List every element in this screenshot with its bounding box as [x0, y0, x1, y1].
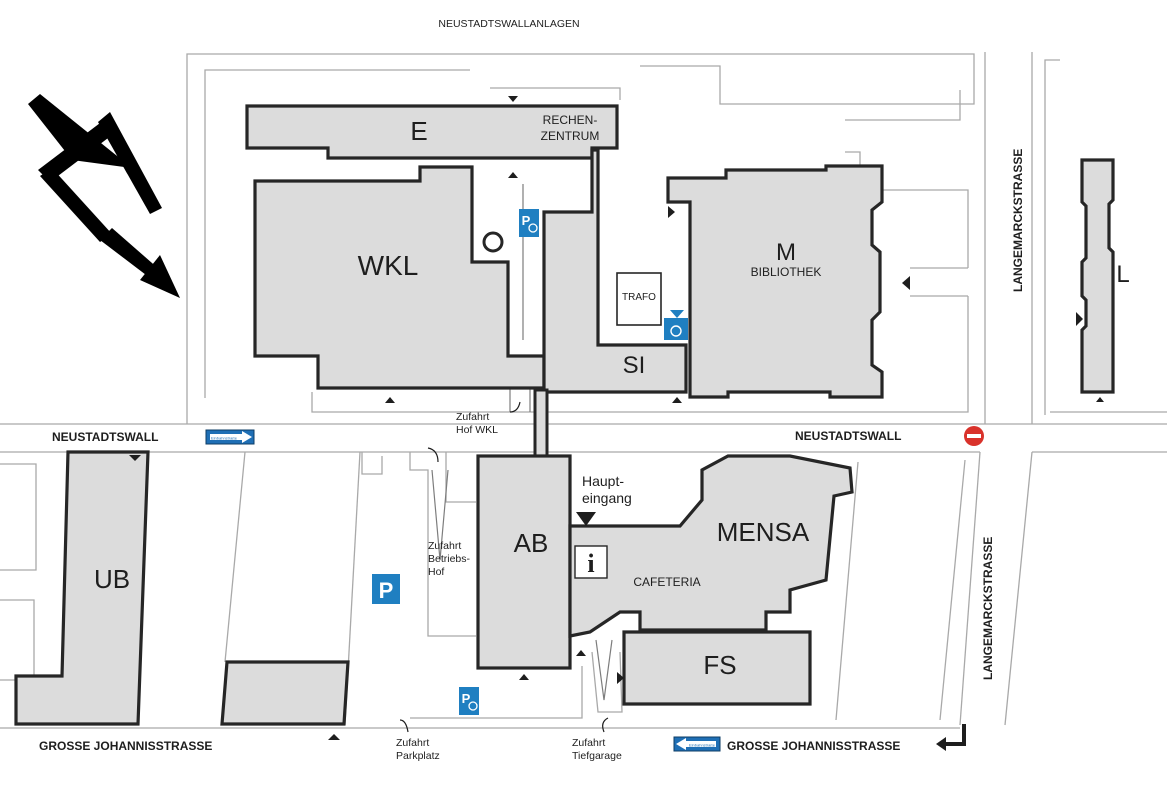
building-SI[interactable]: SI — [542, 148, 688, 394]
svg-text:WKL: WKL — [358, 250, 419, 281]
street-johannis-right: GROSSE JOHANNISSTRASSE — [727, 739, 900, 753]
svg-text:BIBLIOTHEK: BIBLIOTHEK — [751, 265, 822, 279]
north-arrow-icon — [28, 94, 180, 298]
svg-text:Parkplatz: Parkplatz — [396, 750, 440, 762]
one-way-sign-icon: Einbahnstraße — [205, 429, 255, 445]
svg-text:P: P — [379, 578, 394, 603]
street-johannis-left: GROSSE JOHANNISSTRASSE — [39, 739, 212, 753]
access-tiefgarage: Zufahrt Tiefgarage — [572, 737, 622, 762]
svg-text:FS: FS — [703, 650, 736, 680]
entrance-triangle-icon — [576, 512, 596, 526]
building-FS[interactable]: FS — [622, 630, 812, 706]
svg-text:eingang: eingang — [582, 490, 632, 506]
svg-text:M: M — [776, 239, 796, 266]
access-betriebshof: Zufahrt Betriebs- Hof — [428, 540, 471, 578]
connecting-bridge — [533, 388, 549, 458]
svg-text:Einbahnstraße: Einbahnstraße — [211, 436, 238, 441]
svg-text:Betriebs-: Betriebs- — [428, 553, 471, 565]
entrance-markers — [129, 96, 1104, 740]
street-neustadtswallanlagen: NEUSTADTSWALLANLAGEN — [438, 18, 579, 30]
disabled-parking-icon[interactable]: P — [519, 209, 539, 237]
street-neustadtswall-right: NEUSTADTSWALL — [795, 429, 901, 443]
street-langemarck-upper: LANGEMARCKSTRASSE — [1011, 149, 1025, 292]
svg-text:Zufahrt: Zufahrt — [572, 737, 605, 749]
svg-text:AB: AB — [514, 528, 549, 558]
building-WKL[interactable]: WKL — [253, 165, 546, 390]
svg-text:Tiefgarage: Tiefgarage — [572, 750, 622, 762]
svg-text:Zufahrt: Zufahrt — [456, 411, 489, 423]
building-TRAFO[interactable]: TRAFO — [616, 272, 662, 326]
svg-text:ZENTRUM: ZENTRUM — [541, 129, 600, 143]
svg-text:TRAFO: TRAFO — [622, 292, 656, 303]
svg-text:Hof WKL: Hof WKL — [456, 424, 498, 436]
access-hof-wkl: Zufahrt Hof WKL — [456, 411, 498, 436]
wheelchair-icon[interactable] — [664, 310, 688, 340]
street-langemarck-lower: LANGEMARCKSTRASSE — [981, 537, 995, 680]
svg-text:P: P — [462, 691, 471, 706]
svg-text:P: P — [522, 213, 531, 228]
building-L[interactable]: L — [1080, 158, 1130, 394]
svg-text:Hof: Hof — [428, 566, 444, 578]
svg-text:MENSA: MENSA — [717, 517, 810, 547]
no-entry-icon — [964, 426, 984, 446]
svg-text:Einbahnstraße: Einbahnstraße — [689, 743, 716, 748]
one-way-sign-icon: Einbahnstraße — [673, 736, 721, 752]
access-parkplatz: Zufahrt Parkplatz — [396, 737, 440, 762]
parking-icon[interactable]: P — [372, 574, 400, 604]
svg-text:UB: UB — [94, 564, 130, 594]
building-UB[interactable]: UB — [14, 450, 150, 726]
building-M[interactable]: M BIBLIOTHEK — [666, 164, 884, 399]
access-arrows — [399, 401, 609, 733]
svg-text:L: L — [1116, 261, 1129, 288]
svg-text:Zufahrt: Zufahrt — [396, 737, 429, 749]
building-AB[interactable]: AB — [476, 454, 572, 670]
svg-text:i: i — [587, 549, 594, 578]
building-annex[interactable] — [220, 660, 350, 726]
svg-text:E: E — [410, 116, 427, 146]
main-entrance[interactable]: Haupt- eingang — [576, 473, 632, 526]
svg-text:SI: SI — [623, 352, 646, 379]
turn-arrow-icon — [936, 724, 966, 751]
svg-text:RECHEN-: RECHEN- — [543, 113, 598, 127]
disabled-parking-icon[interactable]: P — [459, 687, 479, 715]
building-E[interactable]: E RECHEN- ZENTRUM — [245, 104, 619, 160]
round-structure-icon — [482, 231, 504, 253]
street-neustadtswall-left: NEUSTADTSWALL — [52, 430, 158, 444]
svg-text:CAFETERIA: CAFETERIA — [633, 575, 700, 589]
svg-text:Zufahrt: Zufahrt — [428, 540, 461, 552]
svg-text:Haupt-: Haupt- — [582, 473, 624, 489]
info-icon[interactable]: i — [574, 545, 608, 579]
building-MENSA[interactable]: MENSA CAFETERIA — [568, 454, 854, 638]
